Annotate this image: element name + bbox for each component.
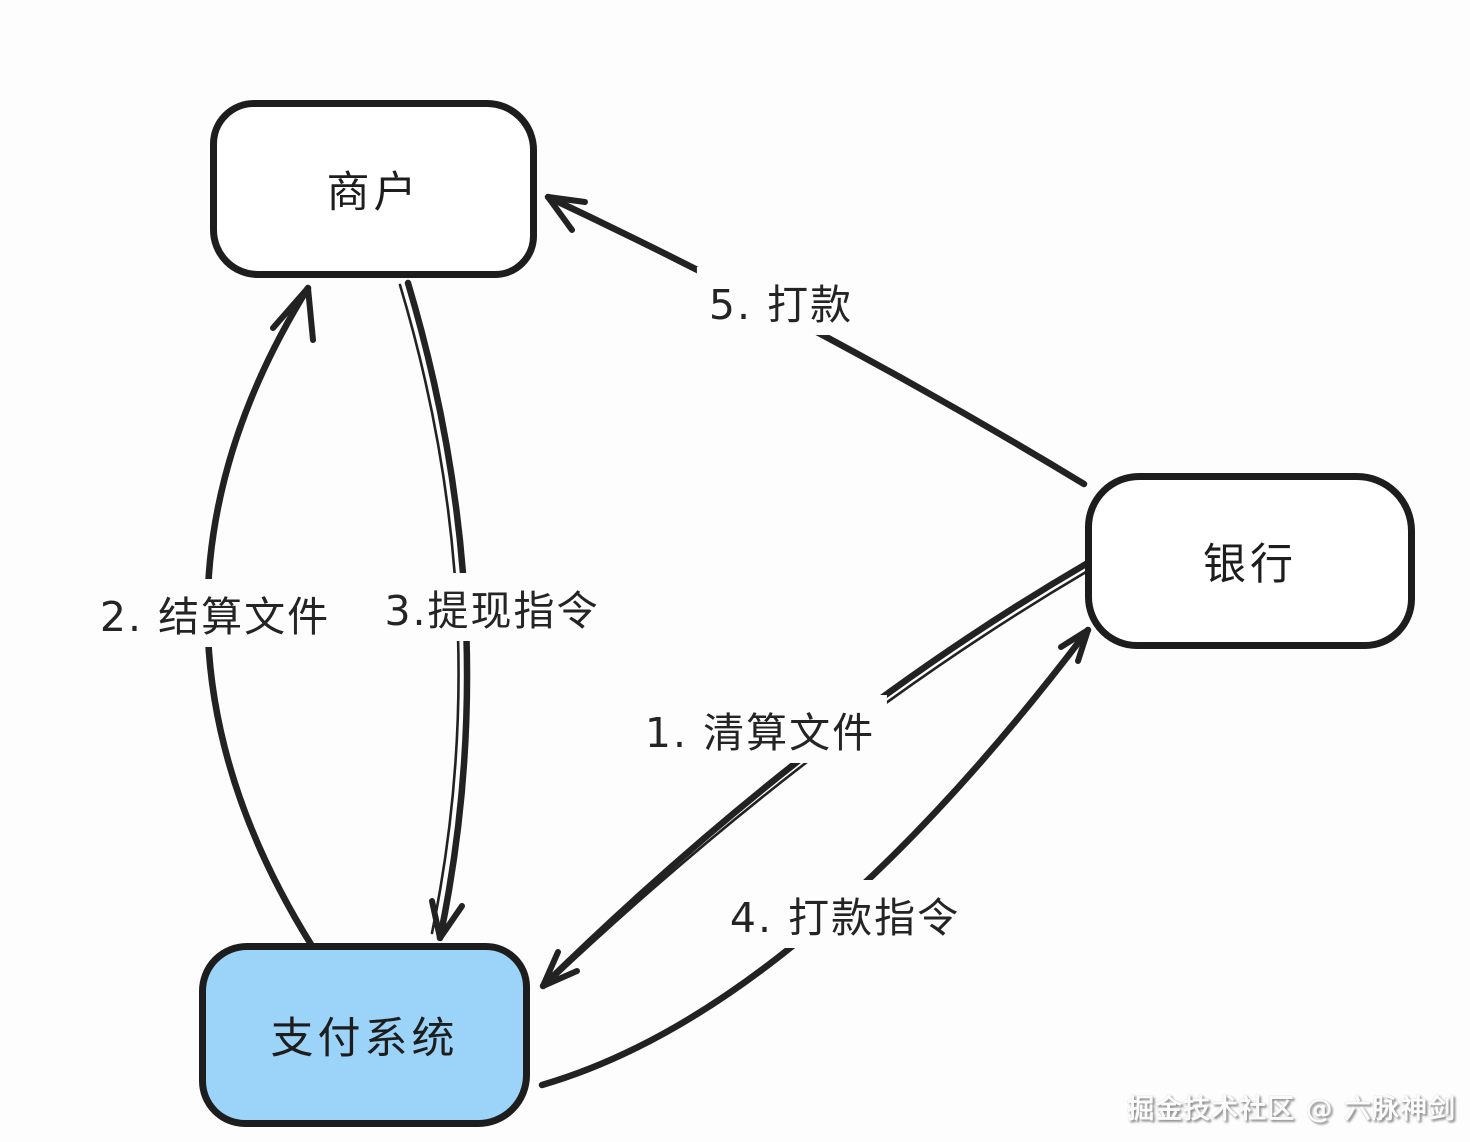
arrow-payment bbox=[544, 193, 1088, 488]
node-payment-system-label: 支付系统 bbox=[270, 1014, 459, 1064]
edge-label-withdraw-instruction: 3.提现指令 bbox=[372, 573, 612, 641]
edge-label-payment-instruction: 4. 打款指令 bbox=[717, 880, 973, 948]
arrowhead-payment-icon bbox=[545, 194, 588, 233]
arrowhead-clearing-file-icon bbox=[540, 949, 580, 989]
node-payment-system: 支付系统 bbox=[199, 943, 530, 1127]
edge-label-settlement-file: 2. 结算文件 bbox=[87, 579, 343, 647]
node-bank-label: 银行 bbox=[1203, 540, 1297, 590]
arrowhead-payment-instruction-icon bbox=[1058, 627, 1091, 664]
node-bank: 银行 bbox=[1085, 473, 1415, 649]
arrowhead-settlement-file-icon bbox=[270, 285, 316, 343]
node-merchant: 商户 bbox=[210, 100, 537, 278]
edge-label-payment: 5. 打款 bbox=[696, 267, 866, 335]
arrowhead-withdraw-instruction-icon bbox=[429, 898, 465, 941]
node-merchant-label: 商户 bbox=[326, 168, 421, 218]
edge-label-clearing-file: 1. 清算文件 bbox=[632, 695, 888, 763]
watermark: 掘金技术社区 @ 六脉神剑 bbox=[1127, 1094, 1456, 1125]
